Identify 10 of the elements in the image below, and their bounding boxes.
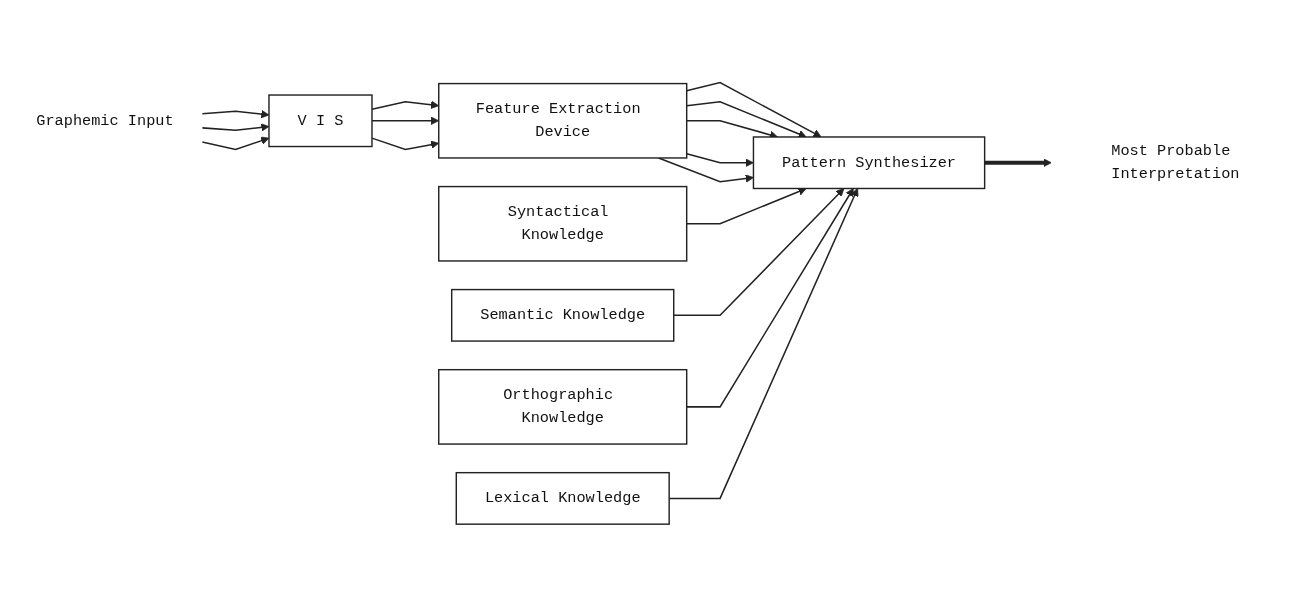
node-box: Syntactical Knowledge [438, 185, 688, 262]
node-box: Orthographic Knowledge [438, 369, 688, 445]
node-box: Feature Extraction Device [438, 82, 688, 159]
node-box: Pattern Synthesizer [752, 136, 986, 190]
arrow [984, 158, 1052, 168]
node-box: Semantic Knowledge [451, 288, 675, 342]
node-box: V I S [268, 94, 373, 148]
node-text: Most Probable Interpretation [1111, 142, 1240, 183]
node-text: Graphemic Input [36, 112, 174, 130]
node-box: Lexical Knowledge [455, 472, 670, 525]
